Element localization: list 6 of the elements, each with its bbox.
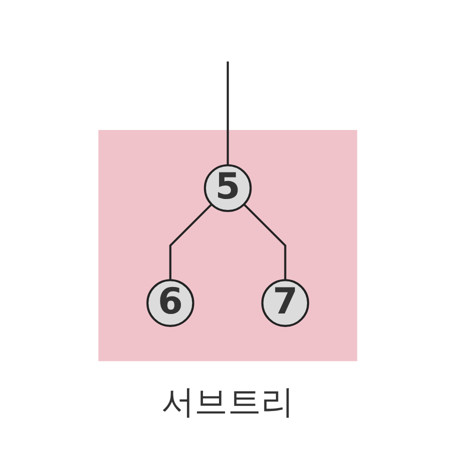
node-circle: 5 <box>204 164 252 212</box>
connector <box>243 204 286 280</box>
connector <box>226 62 230 166</box>
node-circle: 7 <box>262 279 310 327</box>
node-circle: 6 <box>146 279 194 327</box>
connector <box>170 204 213 280</box>
